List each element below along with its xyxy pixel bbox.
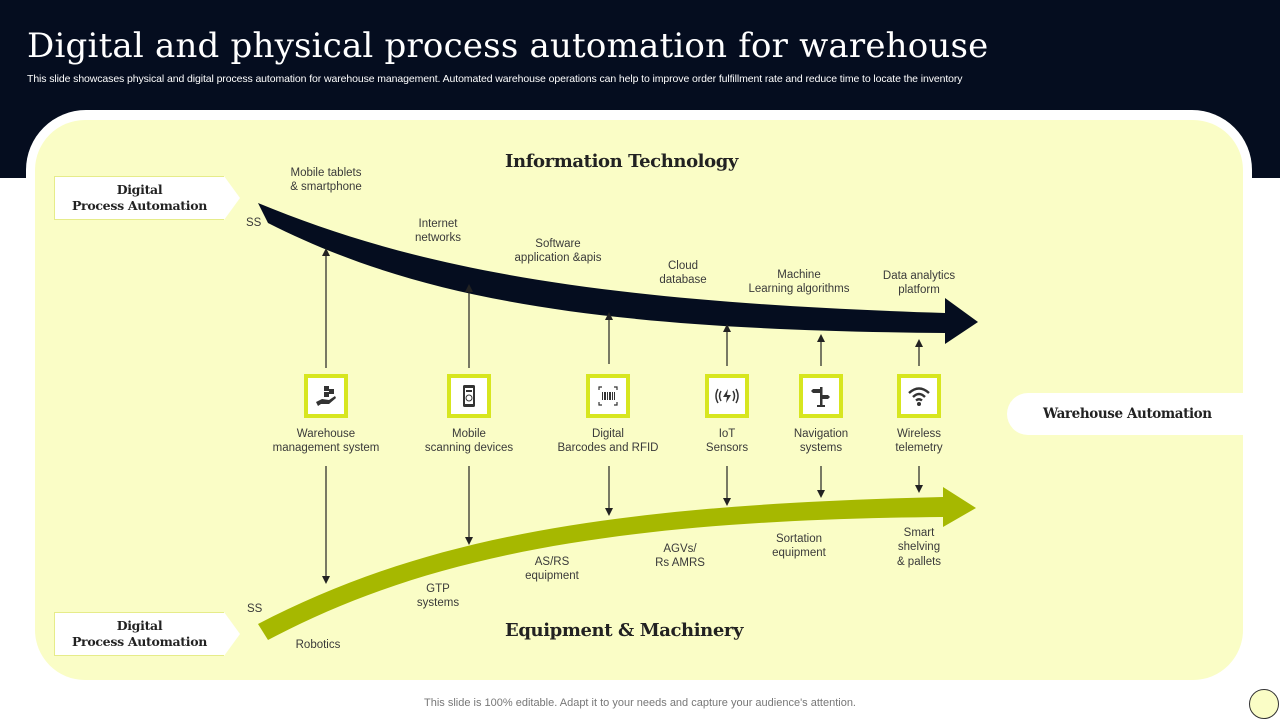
it-item-label: Internet networks xyxy=(414,218,462,245)
slide-subtitle: This slide showcases physical and digita… xyxy=(27,73,963,85)
center-item-label: Digital Barcodes and RFID xyxy=(557,428,659,455)
it-item-label: Software application &apis xyxy=(514,238,602,265)
equipment-item-label: Robotics xyxy=(295,639,341,651)
digital-process-automation-tag-top: Digital Process Automation xyxy=(54,176,240,220)
equipment-machinery-heading: Equipment & Machinery xyxy=(505,620,744,641)
tag-line1: Digital xyxy=(116,617,163,633)
ss-label-bottom: SS xyxy=(247,603,263,615)
equipment-item-label: GTP systems xyxy=(416,583,460,610)
tag-line2: Process Automation xyxy=(71,634,208,649)
center-item-label: Wireless telemetry xyxy=(895,428,943,455)
signpost-icon xyxy=(799,374,843,418)
tag-line1: Digital xyxy=(116,181,163,197)
footer-note: This slide is 100% editable. Adapt it to… xyxy=(424,697,856,709)
center-item-label: IoT Sensors xyxy=(705,428,749,455)
center-item-label: Navigation systems xyxy=(793,428,849,455)
ss-label-top: SS xyxy=(246,217,262,229)
barcode-icon xyxy=(586,374,630,418)
it-item-label: Data analytics platform xyxy=(882,270,956,297)
digital-process-automation-tag-bottom: Digital Process Automation xyxy=(54,612,240,656)
tag-line2: Process Automation xyxy=(71,198,208,213)
it-item-label: Cloud database xyxy=(659,260,707,287)
equipment-item-label: Smart shelving & pallets xyxy=(896,527,942,568)
iot-sensor-icon xyxy=(705,374,749,418)
warehouse-automation-label: Warehouse Automation xyxy=(1007,393,1247,435)
equipment-item-label: Sortation equipment xyxy=(772,533,826,560)
equipment-item-label: AGVs/ Rs AMRS xyxy=(655,543,705,570)
corner-circle xyxy=(1249,689,1279,719)
center-item-label: Warehouse management system xyxy=(272,428,380,455)
mobile-scanner-icon xyxy=(447,374,491,418)
it-item-label: Machine Learning algorithms xyxy=(748,269,850,296)
information-technology-heading: Information Technology xyxy=(505,151,738,172)
slide-title: Digital and physical process automation … xyxy=(27,26,989,66)
center-item-label: Mobile scanning devices xyxy=(424,428,514,455)
wifi-icon xyxy=(897,374,941,418)
equipment-item-label: AS/RS equipment xyxy=(525,556,579,583)
it-item-label: Mobile tablets & smartphone xyxy=(290,167,362,194)
hand-boxes-icon xyxy=(304,374,348,418)
